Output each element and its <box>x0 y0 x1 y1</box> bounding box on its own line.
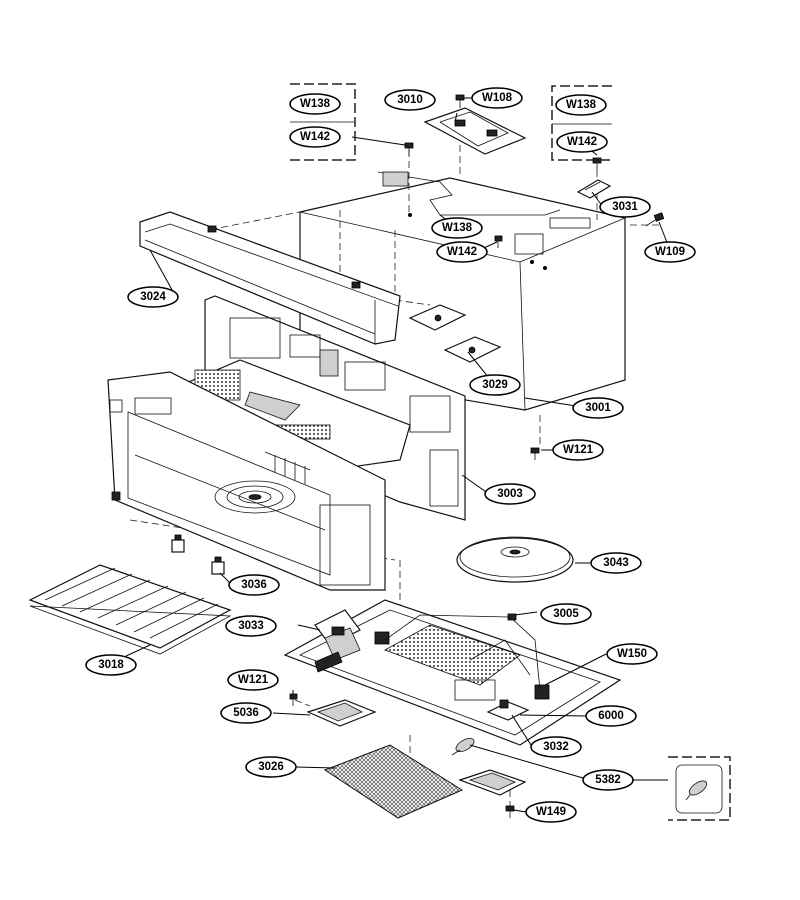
callout-3032: 3032 <box>530 736 582 758</box>
svg-text:W142: W142 <box>447 246 477 258</box>
callout-3018: 3018 <box>85 654 137 676</box>
callout-w138-mid: W138 <box>431 217 483 239</box>
screw-w149 <box>505 805 515 818</box>
callout-3029: 3029 <box>469 374 521 396</box>
screw-w108 <box>455 94 465 108</box>
callout-3001: 3001 <box>572 397 624 419</box>
svg-text:3003: 3003 <box>497 488 523 500</box>
svg-text:3018: 3018 <box>98 659 124 671</box>
front-frame <box>107 371 386 591</box>
bracket-3029 <box>408 304 502 363</box>
svg-text:5036: 5036 <box>233 707 259 719</box>
svg-text:W138: W138 <box>566 99 597 111</box>
svg-text:3029: 3029 <box>482 379 508 391</box>
callout-w108: W108 <box>471 87 523 109</box>
screw-w142-top <box>404 142 414 156</box>
callout-3026: 3026 <box>245 756 297 778</box>
callout-3024: 3024 <box>127 286 179 308</box>
interlock-3033 <box>314 609 361 661</box>
svg-text:3010: 3010 <box>397 94 423 106</box>
svg-text:3043: 3043 <box>603 557 629 569</box>
callout-3010: 3010 <box>384 89 436 111</box>
svg-text:W109: W109 <box>655 246 685 258</box>
callout-3043: 3043 <box>590 552 642 574</box>
svg-text:W138: W138 <box>300 98 331 110</box>
outer-cabinet-3001 <box>299 171 626 411</box>
callout-w121-top: W121 <box>552 439 604 461</box>
svg-text:3001: 3001 <box>585 402 611 414</box>
callout-w142-mid: W142 <box>436 241 488 263</box>
svg-text:W142: W142 <box>300 131 330 143</box>
svg-text:3032: 3032 <box>543 741 569 753</box>
screw-w142-mid <box>494 235 503 248</box>
callout-3005: 3005 <box>540 603 592 625</box>
callout-w138-left: W138 <box>289 93 341 115</box>
svg-text:W108: W108 <box>482 92 513 104</box>
oven-rack-3018 <box>28 564 232 655</box>
vent-grille-3024 <box>139 211 401 345</box>
callout-5382: 5382 <box>582 769 634 791</box>
detail-box-right <box>551 85 612 161</box>
svg-text:6000: 6000 <box>598 710 624 722</box>
callout-w142-right: W142 <box>556 131 608 153</box>
callout-w121-bottom: W121 <box>227 669 279 691</box>
svg-text:3033: 3033 <box>238 620 264 632</box>
top-panel-3010 <box>423 107 527 155</box>
screw-w109 <box>645 212 665 227</box>
bottom-bracket <box>458 769 527 796</box>
callout-5036: 5036 <box>220 702 272 724</box>
detail-box-left <box>290 83 356 161</box>
svg-text:W142: W142 <box>567 136 597 148</box>
part-3032 <box>486 699 530 721</box>
callout-w149: W149 <box>525 801 577 823</box>
lamp-holder <box>314 651 343 673</box>
callout-w142-left: W142 <box>289 126 341 148</box>
callout-w109: W109 <box>644 241 696 263</box>
callout-w150: W150 <box>606 643 658 665</box>
svg-text:3026: 3026 <box>258 761 284 773</box>
turntable-3043 <box>456 536 574 583</box>
callout-3003: 3003 <box>484 483 536 505</box>
callout-6000: 6000 <box>585 705 637 727</box>
svg-text:W150: W150 <box>617 648 647 660</box>
svg-text:3031: 3031 <box>612 201 638 213</box>
svg-text:W121: W121 <box>238 674 269 686</box>
svg-text:3024: 3024 <box>140 291 166 303</box>
lamp-5382 <box>451 737 475 756</box>
svg-text:3036: 3036 <box>241 579 267 591</box>
lamp-bracket-5036 <box>306 699 377 727</box>
screw-w121-top <box>530 447 540 460</box>
svg-text:W121: W121 <box>563 444 594 456</box>
base-plate-6000 <box>283 599 622 746</box>
callout-3036: 3036 <box>228 574 280 596</box>
svg-text:W149: W149 <box>536 806 566 818</box>
callouts: W138 W142 3010 W108 W138 W142 3031 W138 <box>85 87 696 823</box>
lamp-inset-box <box>668 756 731 821</box>
coupler-3036 <box>171 534 225 575</box>
svg-text:3005: 3005 <box>553 608 579 620</box>
svg-text:5382: 5382 <box>595 774 621 786</box>
grease-filter-3026 <box>323 744 464 819</box>
callout-3031: 3031 <box>599 196 651 218</box>
callout-w138-right: W138 <box>555 94 607 116</box>
svg-text:W138: W138 <box>442 222 473 234</box>
inner-cavity-3003 <box>169 295 466 521</box>
callout-3033: 3033 <box>225 615 277 637</box>
bracket-3031 <box>576 179 612 199</box>
